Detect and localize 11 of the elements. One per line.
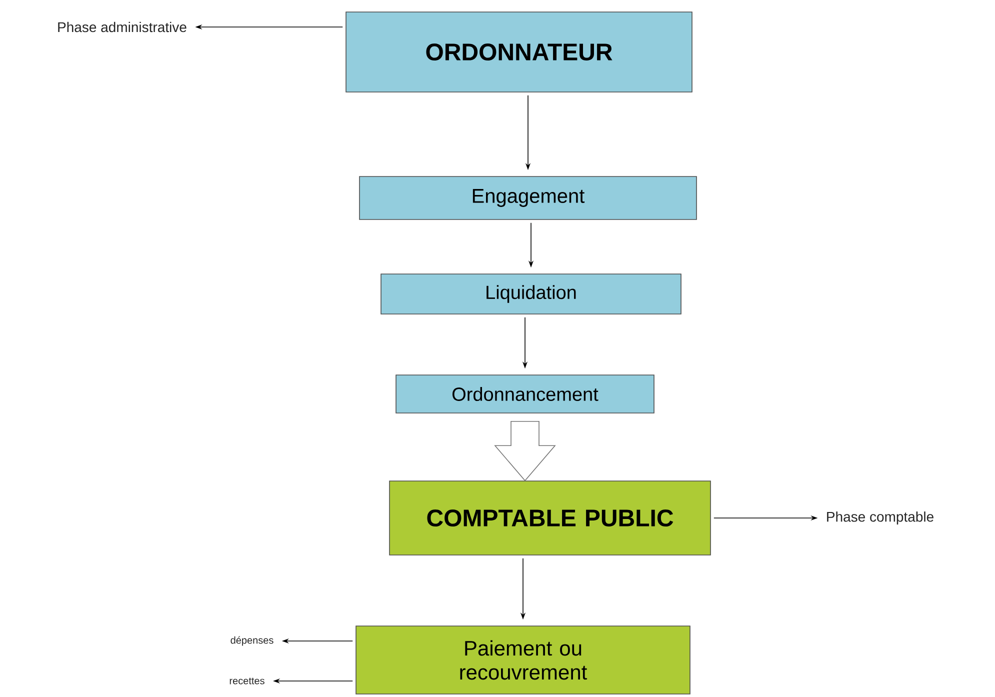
title-box: COMPTABLE PUBLIC	[389, 480, 711, 556]
phase-label: Phase administrative	[58, 22, 186, 32]
step-box: Paiement ou recouvrement	[356, 626, 690, 694]
step-box: Liquidation	[380, 274, 682, 314]
flow-label: dépenses	[230, 636, 274, 646]
step-box: Ordonnancement	[396, 374, 654, 414]
flow-label: recettes	[230, 678, 264, 684]
block-arrow	[494, 421, 556, 482]
title-box: ORDONNATEUR	[346, 12, 692, 92]
step-box: Engagement	[359, 176, 697, 220]
phase-label: Phase comptable	[827, 511, 934, 525]
